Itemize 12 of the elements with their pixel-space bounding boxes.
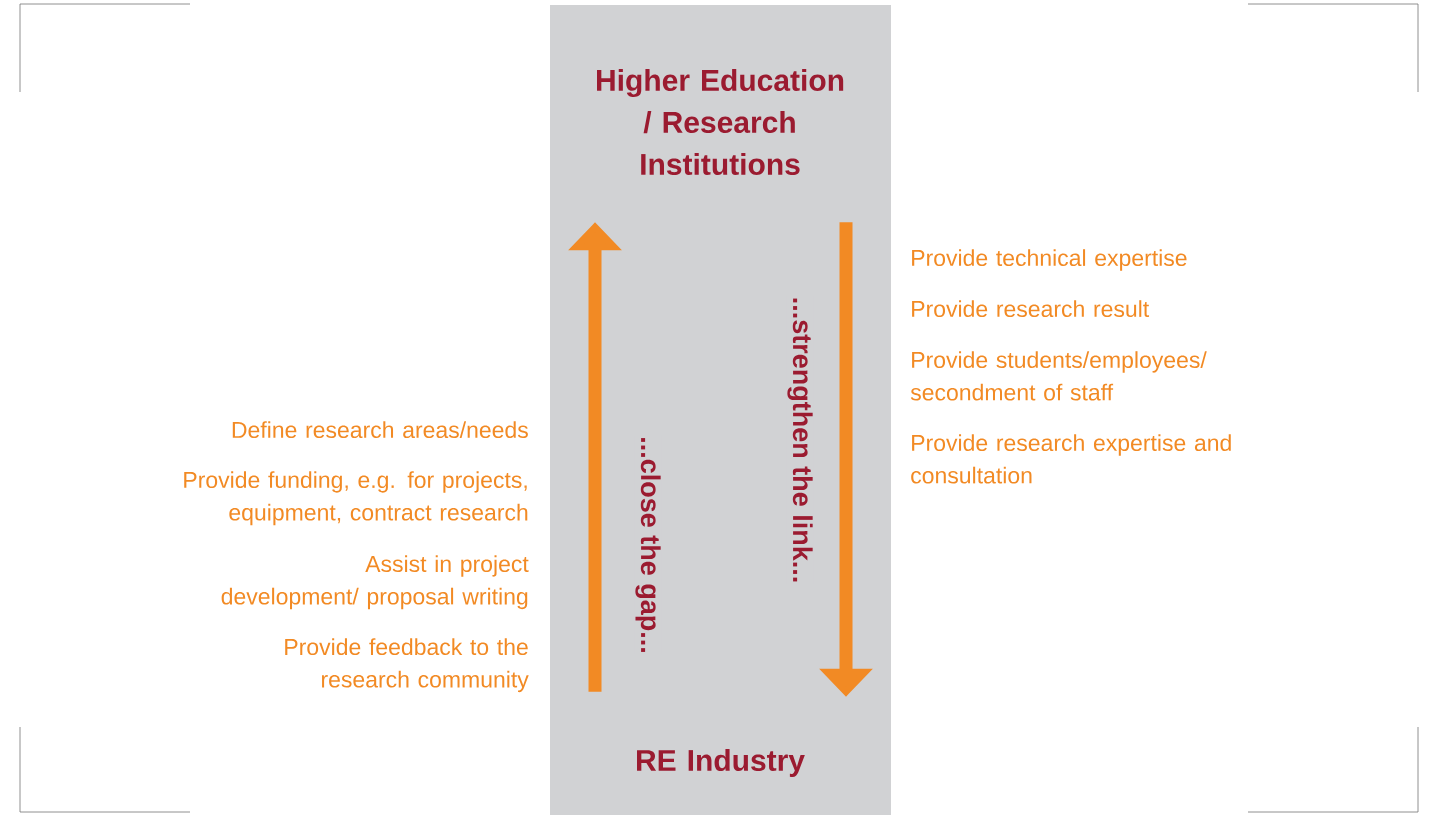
list-item: Define research areas/needs — [232, 421, 528, 439]
list-item: Provide research expertise and consultation — [911, 434, 1231, 484]
edge-label: ...close the gap... — [634, 435, 662, 655]
heading: Higher Education / Research Institutions — [597, 69, 844, 176]
list-item: Provide research result — [912, 300, 1150, 318]
list-item: Assist in project development/ proposal writing — [221, 555, 529, 610]
list-item: Provide technical expertise — [912, 249, 1187, 271]
edge-label: ...strengthen the link... — [786, 295, 814, 585]
heading: RE Industry — [637, 749, 805, 777]
list-item: Provide feedback to the research community — [285, 638, 529, 693]
list-item: Provide students/employees/ secondment of staff — [910, 351, 1207, 401]
list-item: Provide funding, e.g. for projects, equipment, contract research — [184, 471, 528, 526]
